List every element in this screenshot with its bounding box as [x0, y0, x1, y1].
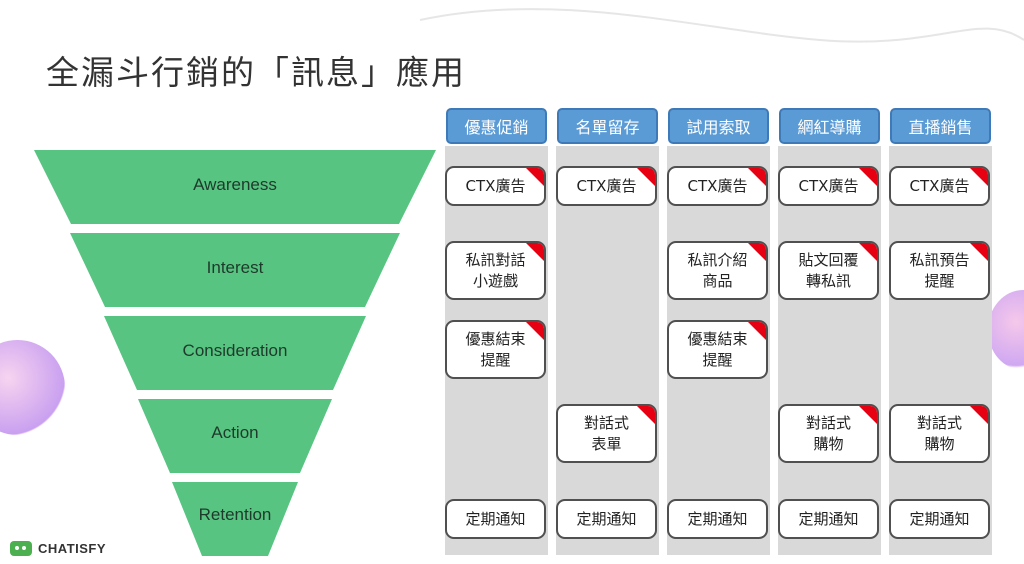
chat-bubble-icon	[10, 541, 32, 556]
cell-card: 對話式 購物	[778, 404, 879, 463]
red-flag-icon	[525, 243, 544, 262]
page-title: 全漏斗行銷的「訊息」應用	[46, 53, 466, 92]
red-flag-icon	[636, 406, 655, 425]
red-flag-icon	[969, 406, 988, 425]
cell-card: 貼文回覆 轉私訊	[778, 241, 879, 300]
red-flag-icon	[858, 406, 877, 425]
red-flag-icon	[525, 322, 544, 341]
stage-label-interest: Interest	[206, 258, 264, 277]
red-flag-icon	[747, 322, 766, 341]
cell-card: CTX廣告	[556, 166, 657, 206]
column-header-trial: 試用索取	[668, 108, 769, 144]
funnel-diagram	[34, 150, 436, 556]
red-flag-icon	[858, 168, 877, 187]
cell-card: 對話式 表單	[556, 404, 657, 463]
cell-card: 定期通知	[889, 499, 990, 539]
funnel-layer-retention	[172, 482, 298, 556]
funnel-layer-awareness	[34, 150, 436, 224]
cell-card: CTX廣告	[778, 166, 879, 206]
column-header-influencer: 網紅導購	[779, 108, 880, 144]
cell-card: 私訊介紹 商品	[667, 241, 768, 300]
red-flag-icon	[747, 243, 766, 262]
column-header-live: 直播銷售	[890, 108, 991, 144]
red-flag-icon	[636, 168, 655, 187]
column-header-leads: 名單留存	[557, 108, 658, 144]
cell-card: 私訊對話 小遊戲	[445, 241, 546, 300]
column-bg-influencer	[778, 146, 881, 555]
red-flag-icon	[858, 243, 877, 262]
cell-card: 定期通知	[667, 499, 768, 539]
red-flag-icon	[525, 168, 544, 187]
cell-card: 定期通知	[778, 499, 879, 539]
cell-card: 優惠結束 提醒	[445, 320, 546, 379]
brand-name: CHATISFY	[38, 541, 107, 556]
stage-label-retention: Retention	[198, 505, 272, 524]
stage-label-awareness: Awareness	[193, 175, 277, 194]
red-flag-icon	[969, 168, 988, 187]
cell-card: CTX廣告	[667, 166, 768, 206]
stage-label-action: Action	[211, 423, 259, 442]
cell-card: 私訊預告 提醒	[889, 241, 990, 300]
cell-card: CTX廣告	[445, 166, 546, 206]
cell-card: 定期通知	[556, 499, 657, 539]
cell-card: CTX廣告	[889, 166, 990, 206]
column-bg-live	[889, 146, 992, 555]
funnel-layer-consideration	[104, 316, 366, 390]
red-flag-icon	[747, 168, 766, 187]
red-flag-icon	[969, 243, 988, 262]
brand-logo: CHATISFY	[10, 541, 106, 556]
funnel-layer-interest	[70, 233, 400, 307]
column-header-promo: 優惠促銷	[446, 108, 547, 144]
cell-card: 優惠結束 提醒	[667, 320, 768, 379]
cell-card: 定期通知	[445, 499, 546, 539]
column-bg-leads	[556, 146, 659, 555]
stage-label-consideration: Consideration	[182, 341, 288, 360]
cell-card: 對話式 購物	[889, 404, 990, 463]
funnel-layer-action	[138, 399, 332, 473]
